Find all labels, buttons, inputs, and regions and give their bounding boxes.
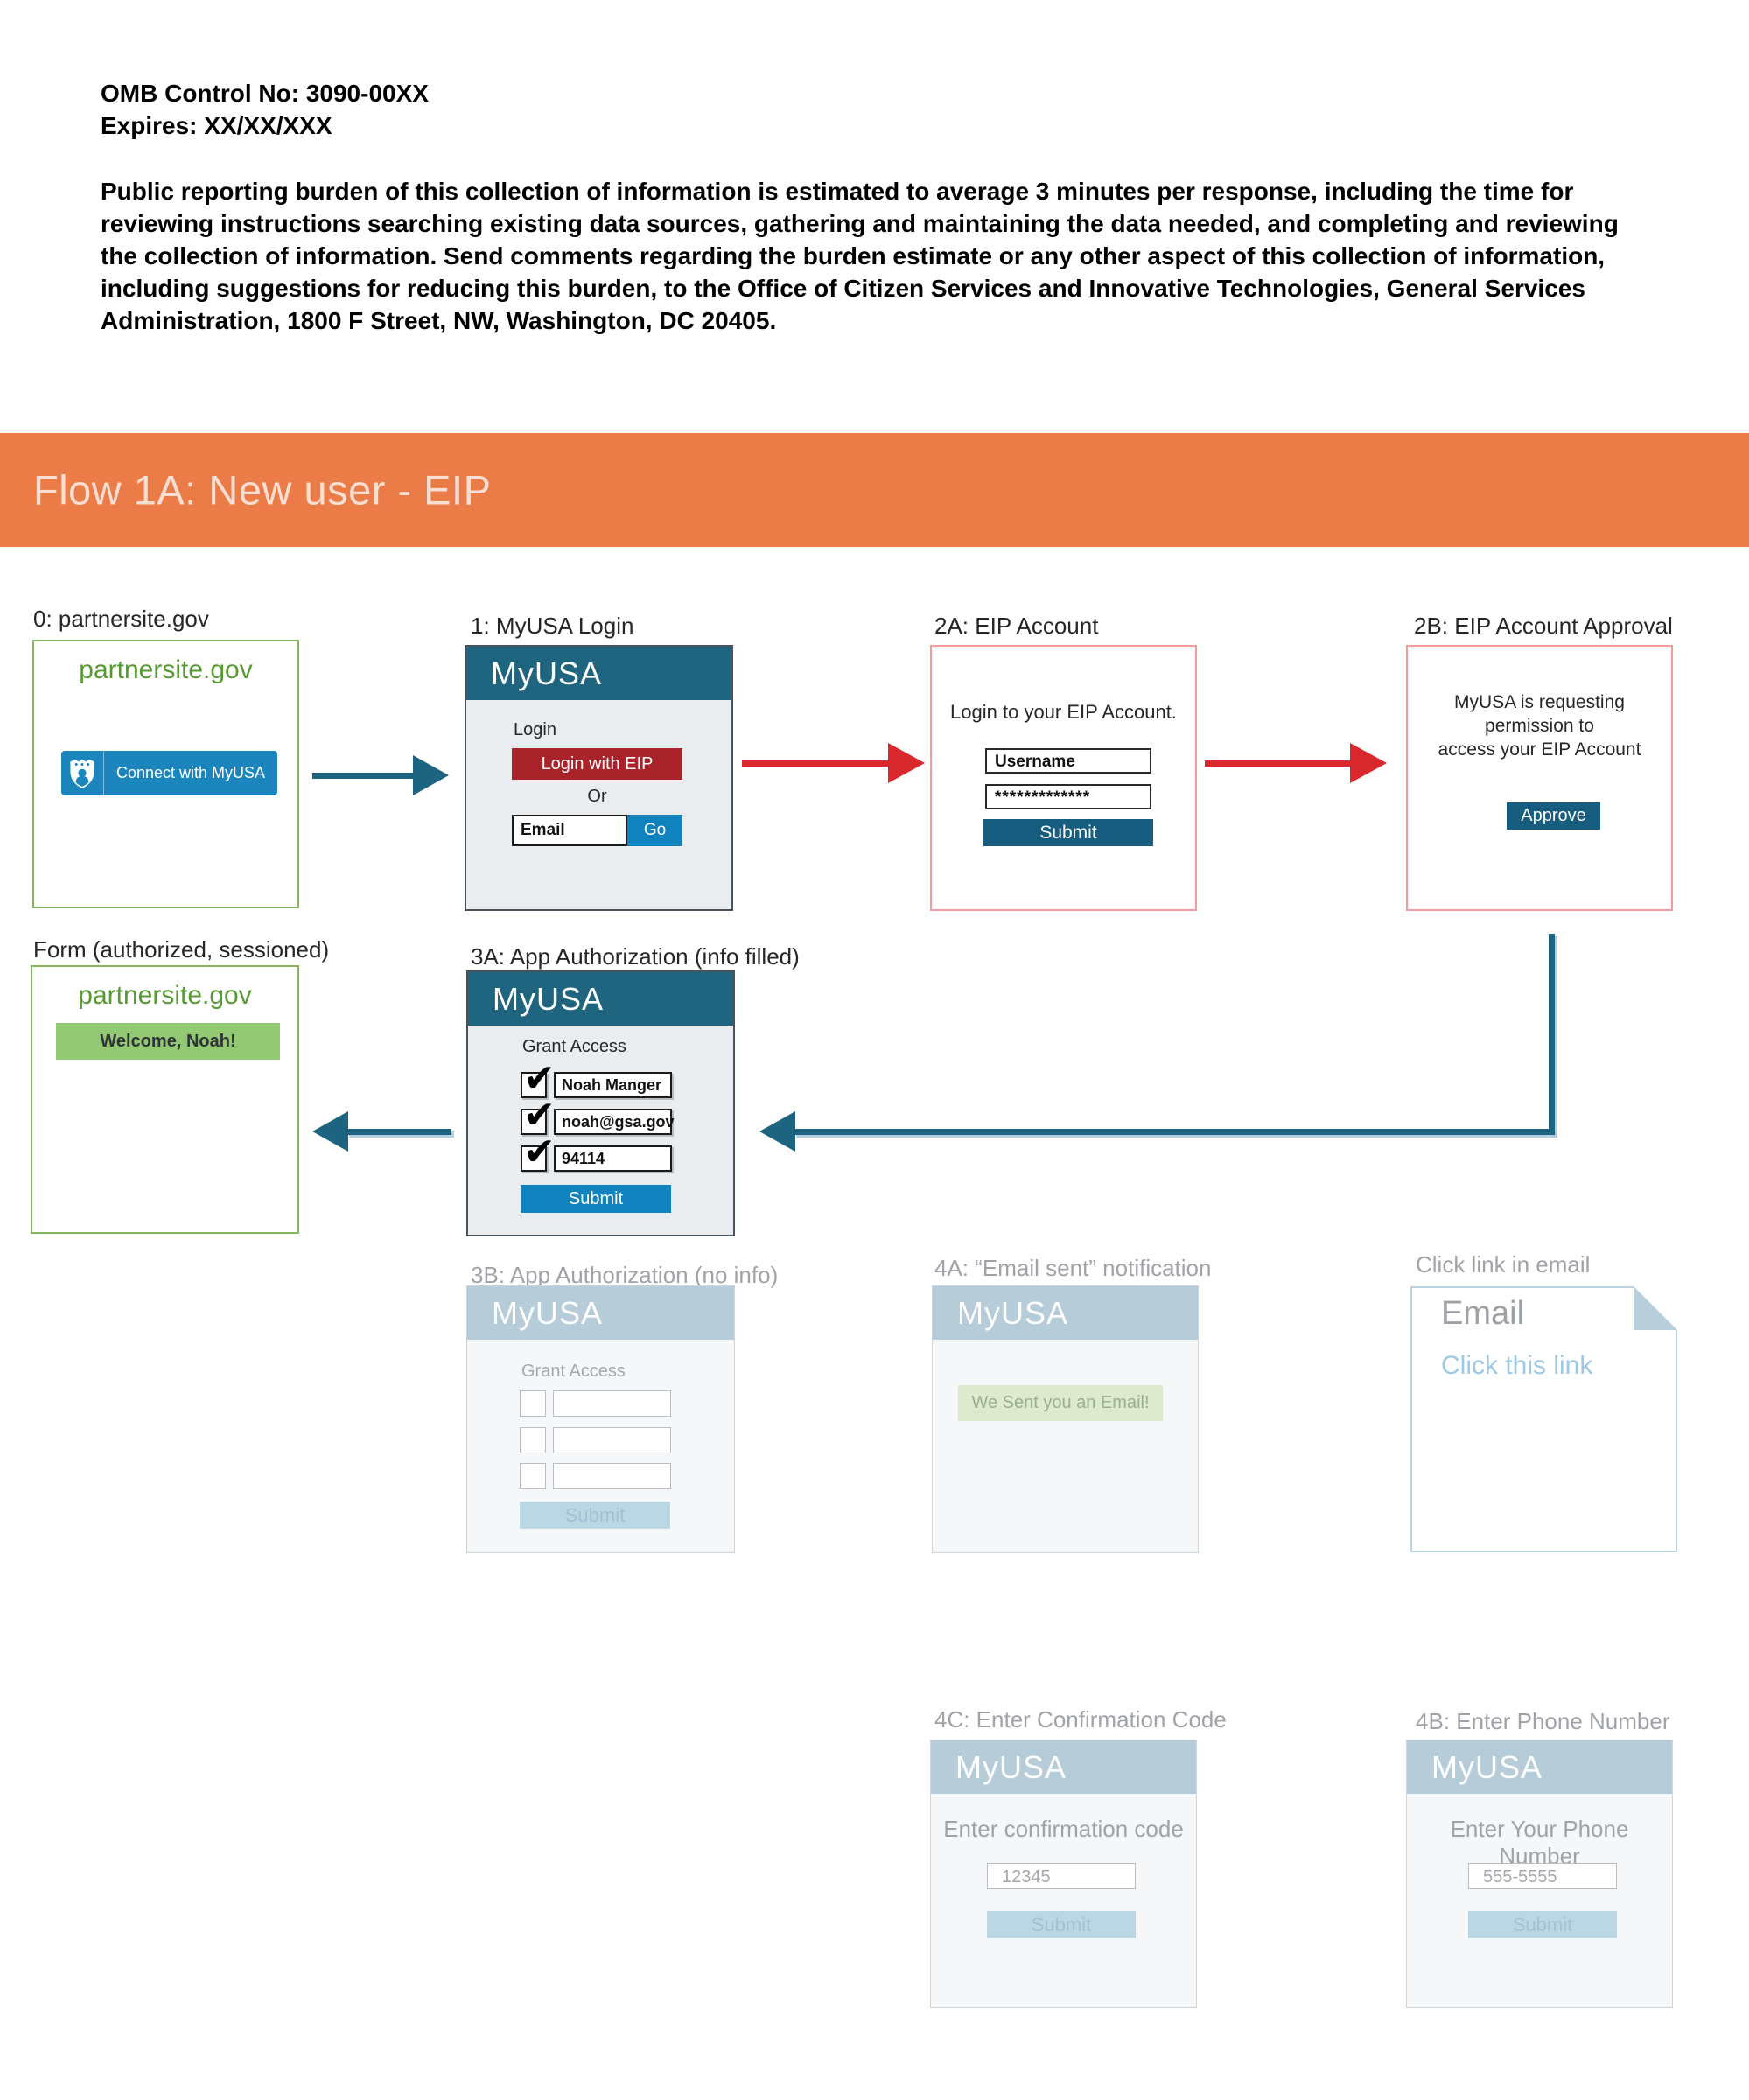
welcome-banner: Welcome, Noah! [56,1023,280,1060]
myusa-header: MyUSA [467,1286,734,1340]
phone-number-prompt: Enter Your Phone Number [1450,1816,1629,1869]
label-form-panel: Form (authorized, sessioned) [33,936,330,962]
arrow-2a-to-2b [1205,760,1351,766]
connect-with-myusa-button[interactable]: Connect with MyUSA [61,751,277,795]
panel-email-sent: MyUSA We Sent you an Email! [932,1285,1199,1553]
checkbox-checked[interactable]: ✔ [521,1096,556,1135]
panel-confirmation-code: MyUSA Enter confirmation code 12345 Subm… [930,1740,1197,2008]
password-input[interactable]: ************* [985,784,1151,809]
omb-control-number: OMB Control No: 3090-00XX [101,80,429,107]
flow-title: Flow 1A: New user - EIP [33,466,492,514]
confirmation-code-prompt: Enter confirmation code [943,1816,1184,1842]
label-panel-2a: 2A: EIP Account [934,612,1099,639]
arrow-2b-to-3a-head [759,1111,795,1152]
arrow-3a-to-form-head [312,1111,348,1152]
myusa-header: MyUSA [933,1286,1198,1340]
click-this-link[interactable]: Click this link [1441,1351,1593,1380]
checkbox-checked[interactable]: ✔ [521,1060,556,1098]
grant-row [520,1427,671,1453]
myusa-header: MyUSA [1407,1740,1672,1794]
checkbox-checked[interactable]: ✔ [521,1133,556,1172]
omb-header-block: OMB Control No: 3090-00XX Expires: XX/XX… [101,77,1623,337]
checkmark-icon: ✔ [523,1094,556,1137]
phone-number-input[interactable]: 555-5555 [1468,1863,1617,1889]
email-login-row: Email Go [512,815,682,846]
flow-title-banner: Flow 1A: New user - EIP [0,433,1749,547]
grant-submit-button-disabled[interactable]: Submit [520,1502,670,1529]
email-title: Email [1441,1295,1525,1332]
grant-access-label: Grant Access [521,1362,626,1381]
omb-expires: Expires: XX/XX/XXX [101,112,332,139]
panel-partnersite: partnersite.gov Connect with MyUSA [32,640,299,908]
label-panel-4c: 4C: Enter Confirmation Code [934,1706,1227,1732]
label-email-panel: Click link in email [1416,1251,1591,1278]
login-label: Login [514,720,556,739]
label-panel-3a: 3A: App Authorization (info filled) [471,943,800,970]
email-field[interactable]: noah@gsa.gov [554,1109,675,1135]
checkmark-icon: ✔ [523,1130,556,1173]
panel-app-auth-filled: MyUSA Grant Access ✔ Noah Manger ✔ noah@… [466,970,735,1236]
empty-field[interactable] [553,1390,671,1417]
zip-field[interactable]: 94114 [554,1145,672,1172]
arrow-0-to-1 [312,773,416,779]
arrow-2a-to-2b-head [1350,743,1387,783]
label-panel-3b: 3B: App Authorization (no info) [471,1262,779,1288]
checkbox-empty[interactable] [520,1463,546,1489]
grant-access-label: Grant Access [522,1037,626,1056]
email-page-fold-corner [1634,1286,1677,1330]
code-submit-button-disabled[interactable]: Submit [987,1911,1136,1938]
myusa-shield-icon [61,751,104,795]
grant-row: ✔ 94114 [521,1133,672,1172]
arrow-0-to-1-head [413,755,449,795]
arrow-1-to-2a [742,760,889,766]
myusa-header: MyUSA [931,1740,1196,1794]
eip-login-prompt: Login to your EIP Account. [950,701,1177,723]
label-panel-1: 1: MyUSA Login [471,612,634,639]
partnersite-title: partnersite.gov [78,981,252,1010]
myusa-header: MyUSA [468,972,733,1026]
partnersite-title: partnersite.gov [79,655,253,684]
grant-row: ✔ Noah Manger [521,1060,672,1098]
checkmark-icon: ✔ [523,1057,556,1100]
connect-button-label: Connect with MyUSA [115,764,266,781]
name-field[interactable]: Noah Manger [554,1072,672,1098]
approve-button[interactable]: Approve [1507,802,1600,830]
confirmation-code-input[interactable]: 12345 [987,1863,1136,1889]
label-panel-4a: 4A: “Email sent” notification [934,1255,1212,1281]
or-label: Or [587,787,607,806]
grant-row: ✔ noah@gsa.gov [521,1096,675,1135]
panel-phone-number: MyUSA Enter Your Phone Number 555-5555 S… [1406,1740,1673,2008]
eip-submit-button[interactable]: Submit [983,819,1153,846]
connector-2b-to-3a-horizontal [794,1129,1555,1135]
panel-eip-account: Login to your EIP Account. Username ****… [930,645,1197,911]
label-panel-2b: 2B: EIP Account Approval [1414,612,1673,639]
label-panel-0: 0: partnersite.gov [33,606,209,632]
go-button[interactable]: Go [627,815,682,846]
myusa-header: MyUSA [466,647,731,700]
email-input[interactable]: Email [512,815,627,846]
panel-form-authorized: partnersite.gov Welcome, Noah! [31,965,299,1234]
panel-email-page: Email Click this link [1410,1286,1677,1552]
panel-myusa-login: MyUSA Login Login with EIP Or Email Go [465,645,733,911]
empty-field[interactable] [553,1427,671,1453]
checkbox-empty[interactable] [520,1427,546,1453]
login-with-eip-button[interactable]: Login with EIP [512,748,682,780]
empty-field[interactable] [553,1463,671,1489]
grant-row [520,1463,671,1489]
grant-submit-button[interactable]: Submit [521,1185,671,1213]
burden-paragraph: Public reporting burden of this collecti… [101,178,1619,334]
connector-2b-to-3a-vertical [1549,934,1555,1135]
grant-row [520,1390,671,1417]
arrow-1-to-2a-head [888,743,925,783]
panel-app-auth-empty: MyUSA Grant Access Submit [466,1285,735,1553]
username-input[interactable]: Username [985,748,1151,774]
checkbox-empty[interactable] [520,1390,546,1417]
phone-submit-button-disabled[interactable]: Submit [1468,1911,1617,1938]
label-panel-4b: 4B: Enter Phone Number [1416,1708,1670,1734]
email-sent-notice: We Sent you an Email! [958,1385,1163,1421]
arrow-3a-to-form [346,1129,451,1135]
